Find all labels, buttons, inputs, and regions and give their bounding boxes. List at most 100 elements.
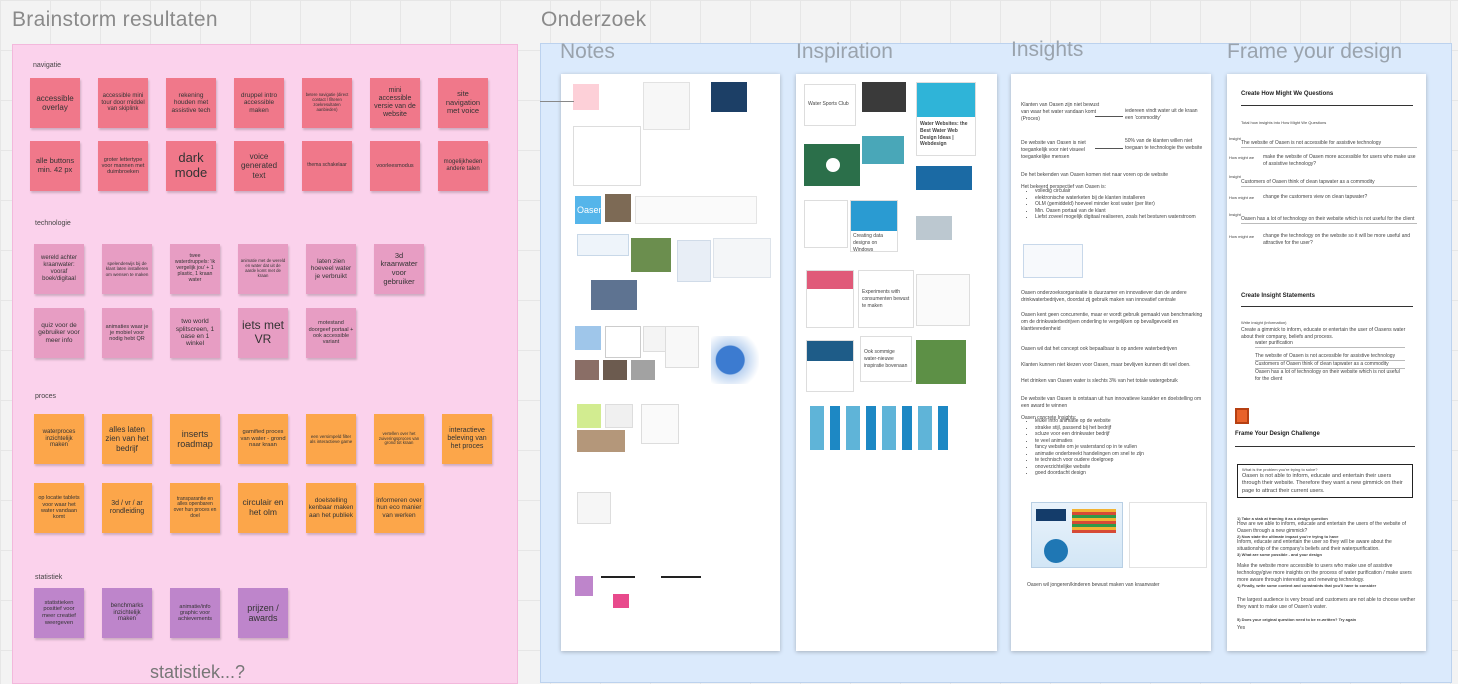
sticky-note[interactable]: inserts roadmap (170, 414, 220, 464)
sticky-note[interactable]: two world splitscreen, 1 oase en 1 winke… (170, 308, 220, 358)
insight-value[interactable]: The website of Oasen is not accessible f… (1241, 140, 1417, 148)
sticky-note[interactable]: accessible mini tour door middel van ski… (98, 78, 148, 128)
sticky-note[interactable]: quiz voor de gebruiker voor meer info (34, 308, 84, 358)
question-answer[interactable]: Yes (1237, 625, 1246, 631)
sticky-note[interactable]: transparantie en alles openbaren over hu… (170, 483, 220, 533)
inspiration-card[interactable] (916, 340, 966, 384)
note-thumbnail[interactable] (605, 326, 641, 358)
sticky-note[interactable]: waterproces inzichtelijk maken (34, 414, 84, 464)
sticky-note[interactable]: benchmarks inzichtelijk maken (102, 588, 152, 638)
frame-design-board[interactable]: Create How Might We Questions Total how … (1227, 74, 1426, 651)
benchmark-chart[interactable] (1031, 502, 1123, 568)
sticky-note[interactable]: circulair en het olm (238, 483, 288, 533)
inspiration-card[interactable]: Water Websites: the Best Water Web Desig… (916, 82, 976, 156)
note-thumbnail[interactable] (613, 594, 629, 608)
benchmark-chart[interactable] (1129, 502, 1207, 568)
frame-title-brainstorm[interactable]: Brainstorm resultaten (12, 8, 218, 31)
sticky-note[interactable]: mini accessible versie van de website (370, 78, 420, 128)
sticky-note[interactable]: motestand doorgeef portaal + ook accessi… (306, 308, 356, 358)
sticky-note[interactable]: accessible overlay (30, 78, 80, 128)
sticky-note[interactable]: gamified proces van water - grond naar k… (238, 414, 288, 464)
sticky-note[interactable]: doelstelling kenbaar maken aan het publi… (306, 483, 356, 533)
note-thumbnail[interactable] (641, 404, 679, 444)
sticky-note[interactable]: alles laten zien van het bedrijf (102, 414, 152, 464)
sticky-note[interactable]: spelenderwijs bij de klant laten install… (102, 244, 152, 294)
sticky-note[interactable]: twee waterdruppels: 'ik vergelijk jou' +… (170, 244, 220, 294)
challenge-box[interactable]: What is the problem you're trying to sol… (1237, 464, 1413, 498)
note-thumbnail[interactable] (601, 576, 635, 590)
sticky-note[interactable]: vertellen over het zuiveringsproces van … (374, 414, 424, 464)
inspiration-card[interactable]: Creating data designs on Windows (850, 200, 898, 253)
note-thumbnail[interactable] (665, 326, 699, 368)
inspiration-card[interactable]: Water Sports Club (804, 84, 856, 126)
sticky-note[interactable]: informeren over hun eco manier van werke… (374, 483, 424, 533)
note-thumbnail[interactable] (573, 126, 641, 186)
inspiration-card[interactable] (862, 136, 904, 164)
note-thumbnail[interactable] (661, 576, 701, 590)
note-thumbnail[interactable] (577, 234, 629, 256)
sticky-note[interactable]: voice generated text (234, 141, 284, 191)
note-thumbnail[interactable] (711, 82, 747, 112)
note-thumbnail[interactable] (575, 360, 599, 380)
sticky-note[interactable]: 3d / vr / ar rondleiding (102, 483, 152, 533)
inspiration-card[interactable] (916, 216, 952, 240)
note-thumbnail[interactable] (631, 360, 655, 380)
note-thumbnail[interactable] (591, 280, 637, 310)
frame-title-onderzoek[interactable]: Onderzoek (541, 8, 647, 31)
sticky-note[interactable]: statistieken positief voor meer creatief… (34, 588, 84, 638)
website-screenshot[interactable] (1023, 244, 1083, 278)
sticky-note[interactable]: animatie/info graphic voor achievements (170, 588, 220, 638)
note-thumbnail[interactable] (635, 196, 757, 224)
infographic-thumbnail[interactable] (810, 406, 952, 450)
sticky-note[interactable]: animaties waar je je mobiel voor nodig h… (102, 308, 152, 358)
insights-board[interactable]: Klanten van Oasen zijn niet bewust van w… (1011, 74, 1211, 651)
sticky-note[interactable]: site navigation met voice (438, 78, 488, 128)
sticky-note[interactable]: groter lettertype voor mannen met duimbr… (98, 141, 148, 191)
statement-value[interactable]: Oasen has a lot of technology on their w… (1255, 369, 1400, 382)
question-answer[interactable]: Inform, educate and entertain the user s… (1237, 539, 1392, 552)
note-thumbnail[interactable] (577, 404, 601, 428)
note-thumbnail[interactable] (577, 492, 611, 524)
note-thumbnail[interactable] (631, 238, 671, 272)
sticky-note[interactable]: dark mode (166, 141, 216, 191)
inspiration-card[interactable] (804, 200, 848, 248)
sticky-note[interactable]: druppel intro accessible maken (234, 78, 284, 128)
inspiration-board[interactable]: Water Sports Club Water Websites: the Be… (796, 74, 997, 651)
note-thumbnail[interactable] (573, 84, 599, 110)
sticky-note[interactable]: 3d kraanwater voor gebruiker (374, 244, 424, 294)
note-thumbnail[interactable] (605, 404, 633, 428)
hmw-value[interactable]: make the website of Oasen more accessibl… (1263, 154, 1416, 167)
insight-value[interactable]: Oasen has a lot of technology on their w… (1241, 216, 1417, 224)
note-thumbnail[interactable] (575, 326, 601, 350)
sticky-note[interactable]: laten zien hoeveel water je verbruikt (306, 244, 356, 294)
note-thumbnail[interactable] (643, 82, 690, 130)
sticky-note[interactable]: mogelijkheden andere talen (438, 141, 488, 191)
sticky-note[interactable]: betere navigatie (direct contact / filte… (302, 78, 352, 128)
statement-value[interactable]: water purification (1255, 340, 1405, 348)
hmw-value[interactable]: change the customers view on clean tapwa… (1263, 194, 1368, 200)
hmw-value[interactable]: change the technology on the website so … (1263, 233, 1411, 246)
note-thumbnail[interactable] (677, 240, 711, 282)
statement-value[interactable]: The website of Oasen is not accessible f… (1255, 353, 1405, 361)
sticky-note[interactable]: wereld achter kraanwater: vooraf boek/di… (34, 244, 84, 294)
sticky-note[interactable]: iets met VR (238, 308, 288, 358)
sticky-note[interactable]: thema schakelaar (302, 141, 352, 191)
inspiration-card[interactable] (916, 166, 972, 190)
sticky-note[interactable]: interactieve beleving van het proces (442, 414, 492, 464)
sticky-note[interactable]: op locatie tablets voor waar het water v… (34, 483, 84, 533)
question-answer[interactable]: The largest audience is very broad and c… (1237, 597, 1416, 610)
inspiration-card[interactable] (806, 340, 854, 392)
note-thumbnail[interactable] (575, 576, 593, 596)
statement-value[interactable]: Customers of Oasen think of clean tapwat… (1255, 361, 1405, 369)
sticky-note[interactable]: alle buttons min. 42 px (30, 141, 80, 191)
note-thumbnail[interactable] (713, 238, 771, 278)
sticky-note[interactable]: animatie met de wereld en water dat uit … (238, 244, 288, 294)
map-thumbnail[interactable] (711, 336, 759, 384)
sticky-note[interactable]: prijzen / awards (238, 588, 288, 638)
inspiration-card[interactable] (862, 82, 906, 112)
note-thumbnail[interactable] (575, 196, 601, 224)
note-thumbnail[interactable] (605, 194, 631, 222)
sticky-note[interactable]: voorleesmodus (370, 141, 420, 191)
sticky-note[interactable]: rekening houden met assistive tech (166, 78, 216, 128)
sticky-note[interactable]: een versimpeld filter als interactieve g… (306, 414, 356, 464)
